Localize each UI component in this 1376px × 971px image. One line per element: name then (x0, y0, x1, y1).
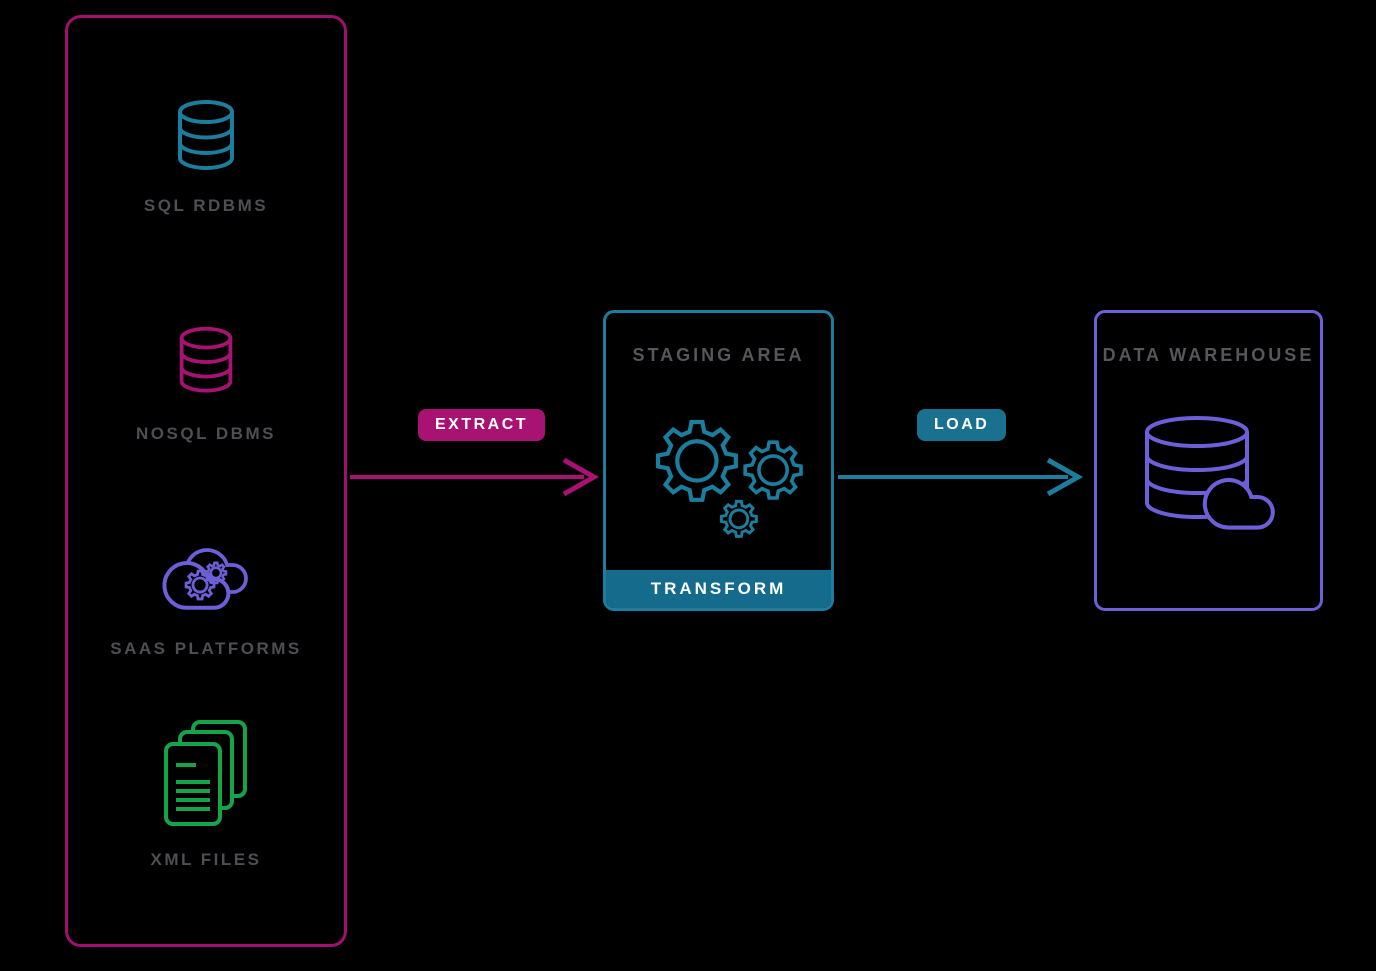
database-cloud-icon (1142, 415, 1276, 537)
cloud-gears-icon (158, 533, 254, 617)
source-item-saas-platforms: SAAS PLATFORMS (68, 533, 344, 659)
data-warehouse-box: DATA WAREHOUSE (1094, 310, 1323, 611)
source-item-nosql-dbms: NOSQL DBMS (68, 325, 344, 444)
database-icon (170, 98, 242, 178)
data-warehouse-title: DATA WAREHOUSE (1102, 345, 1315, 365)
transform-label-bar: TRANSFORM (606, 570, 831, 608)
extract-badge: EXTRACT (418, 409, 546, 441)
documents-icon (164, 720, 248, 826)
load-badge: LOAD (917, 409, 1007, 441)
source-label: SQL RDBMS (143, 196, 269, 215)
source-label: XML FILES (150, 850, 262, 869)
load-arrow-icon (838, 457, 1084, 497)
gears-icon (645, 408, 815, 548)
staging-area-title: STAGING AREA (632, 345, 805, 365)
data-sources-panel: SQL RDBMS NOSQL DBMS SAAS PLATFORMS (65, 15, 347, 947)
source-item-sql-rdbms: SQL RDBMS (68, 98, 344, 216)
source-item-xml-files: XML FILES (68, 720, 344, 870)
database-icon (172, 325, 240, 400)
staging-area-box: STAGING AREA TRANSFORM (603, 310, 834, 611)
extract-arrow-icon (350, 457, 600, 497)
source-label: SAAS PLATFORMS (110, 639, 302, 658)
source-label: NOSQL DBMS (136, 424, 276, 443)
